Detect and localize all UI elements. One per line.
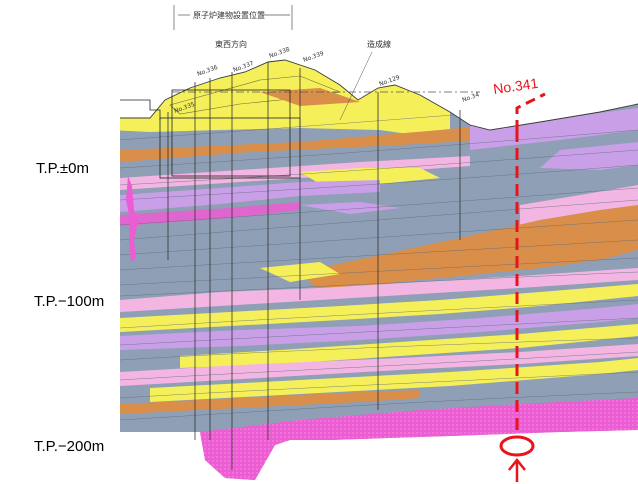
target-depth-ellipse — [499, 435, 535, 457]
up-arrow-icon — [508, 457, 526, 482]
borehole-lines — [167, 62, 461, 470]
borehole-label-no341: No.341 — [492, 75, 539, 97]
grading-line-label: 造成線 — [367, 39, 391, 49]
borehole-label-no338: No.338 — [268, 46, 291, 60]
east-west-direction-label: 東西方向 — [215, 39, 247, 49]
intrusion-dike — [126, 176, 138, 262]
elevation-label-0m: T.P.±0m — [36, 160, 89, 177]
no341-highlight: No.341 — [492, 75, 546, 482]
borehole-label-no34: No.34 — [461, 91, 480, 104]
elevation-label-minus-200m: T.P.−200m — [34, 438, 105, 455]
strata-layers — [120, 60, 638, 480]
reactor-building-position-label: 原子炉建物設置位置 — [193, 10, 265, 20]
borehole-label-no339: No.339 — [302, 50, 325, 64]
borehole-label-no336: No.336 — [196, 64, 219, 78]
elevation-label-minus-100m: T.P.−100m — [34, 293, 105, 310]
no341-leader-line — [515, 92, 546, 130]
